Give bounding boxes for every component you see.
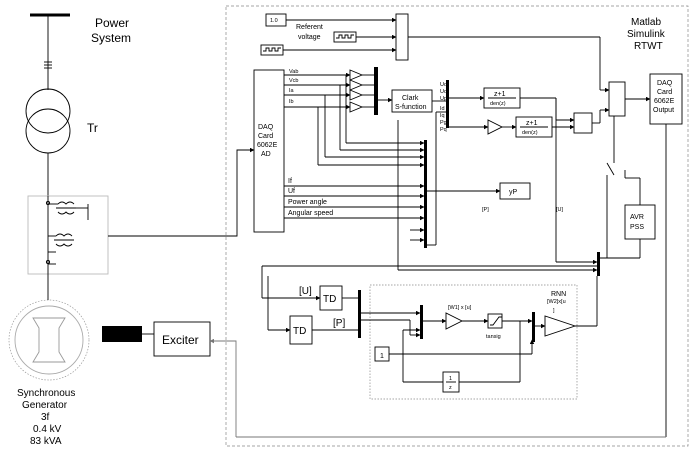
daq-output-card: DAQ Card 6062E Output [236,73,683,438]
exciter: Exciter [102,321,237,437]
referent-voltage-block: 1.0 Referent voltage [260,13,409,61]
clark-out-ud: Ud [440,82,447,88]
transformer: Tr [25,88,98,196]
transfer-functions: z+1 den(z) z+1 den(z) [449,87,610,138]
td1-label: TD [323,294,336,305]
generator-label-2: Generator [22,400,68,411]
synchronous-generator: Synchronous Generator 3f 0.4 kV 83 kVA [8,290,90,447]
td2-label: TD [293,326,306,337]
delay-den: z [449,385,452,391]
ref-label-2: voltage [298,34,321,41]
power-system-label-2: System [91,31,131,45]
transformer-label: Tr [87,121,98,135]
p-tag: [P] [482,207,489,213]
avr-label-1: AVR [630,214,644,221]
generator-label-3: 3f [41,412,50,423]
tf2-num: z+1 [526,120,538,127]
w2-label-2: ] [553,308,555,314]
p-goto: [P] [333,318,345,329]
ref-const-label: 1.0 [270,18,278,24]
signal-power-angle: Power angle [288,199,327,206]
port-ib: Ib [289,99,294,105]
rnn-block: RNN [W1] x [u] tansig [W2]x[u ] 1 1 z [361,276,598,400]
td-blocks: TD [U] TD [P] [261,265,597,345]
signal-bus: If Uf Power angle Angular speed yP [P] [… [284,75,564,248]
daq-in-3: 6062E [257,142,278,149]
simulink-title-2: Simulink [627,29,666,40]
clark-out-id: Id [440,106,445,112]
output-mux [408,36,651,117]
ref-label-1: Referent [296,24,323,31]
delay-num: 1 [449,376,452,382]
generator-label-4: 0.4 kV [33,424,62,435]
daq-in-4: AD [261,151,271,158]
clark-out-uq: Uq [440,89,447,95]
port-vcb: Vcb [289,78,298,84]
tf2-den: den(z) [522,130,538,136]
generator-label-1: Synchronous [17,388,75,399]
exciter-label: Exciter [162,333,199,347]
tf1-den: den(z) [490,101,506,107]
daq-out-3: 6062E [654,98,675,105]
signal-if: If [288,178,292,185]
simulink-area [225,5,689,447]
generator-label-5: 83 kVA [30,436,62,447]
avr-label-2: PSS [630,224,644,231]
clark-label-1: Clark [402,95,419,102]
w1-label: [W1] x [u] [448,305,472,311]
port-vab: Vab [289,69,298,75]
port-ia: Ia [289,88,295,94]
clark-s-function: Clark S-function Ud Uq Up Id Iq Pg Pq [391,80,449,133]
signal-angular-speed: Angular speed [288,210,333,217]
daq-out-1: DAQ [657,80,673,87]
daq-out-4: Output [653,107,674,114]
power-system-label-1: Power [95,16,129,30]
tansig-label: tansig [486,334,501,340]
w2-label-1: [W2]x[u [547,299,566,305]
u-tag: [U] [556,207,564,213]
simulink-title-1: Matlab [631,17,661,28]
rnn-title: RNN [551,291,566,298]
measure-wire [108,147,255,237]
daq-in-1: DAQ [258,124,274,131]
u-goto: [U] [299,286,312,297]
daq-out-2: Card [657,89,672,96]
clark-out-pg: Pg [440,120,447,126]
daq-in-2: Card [258,133,273,140]
yp-label: yP [509,189,518,196]
clark-out-pq: Pq [440,127,447,133]
daq-input-card: DAQ Card 6062E AD Vab Vcb Ia Ib [253,69,351,233]
clark-label-2: S-function [395,104,427,111]
tf1-num: z+1 [494,91,506,98]
power-system: Power System [30,13,131,90]
avr-pss: AVR PSS [397,98,656,276]
clark-out-iq: Iq [440,113,445,119]
input-gains [349,67,393,115]
measurement-transformers [27,195,109,290]
rnn-const: 1 [380,353,384,360]
signal-uf: Uf [288,188,295,195]
clark-out-up: Up [440,96,447,102]
simulink-title-3: RTWT [634,41,663,52]
